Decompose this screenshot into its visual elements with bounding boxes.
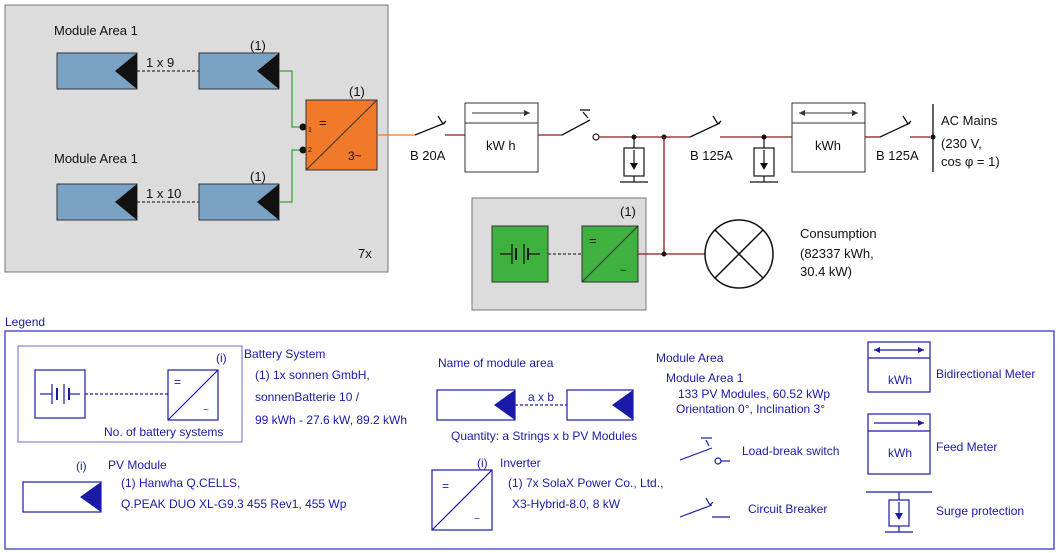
inverter-input-2: [299, 146, 307, 154]
surge-protection-1: [620, 137, 648, 183]
legend-battery-caption: No. of battery systems: [104, 425, 223, 439]
legend-bidir-meter-label: Bidirectional Meter: [936, 367, 1035, 381]
qty-marker-top: (1): [250, 38, 266, 53]
legend-inverter-title: Inverter: [500, 456, 541, 470]
battery-green: [491, 225, 549, 283]
legend-battery-title: Battery System: [244, 347, 325, 361]
bidirectional-meter: kWh: [791, 102, 866, 173]
qty-marker-inverter: (1): [349, 84, 365, 99]
legend-pv-line-1: (1) Hanwha Q.CELLS,: [121, 476, 240, 490]
ac-mains-line-3: cos φ = 1): [941, 154, 1000, 169]
inverter-orange: = 3~ 1 2: [305, 99, 378, 171]
load-break-switch: [561, 109, 600, 141]
legend-feed-meter-label: Feed Meter: [936, 440, 997, 454]
inverter-input-1: [299, 123, 307, 131]
pv-module-bottom-right: [198, 183, 280, 221]
legend-module-area-line-3: Orientation 0°, Inclination 3°: [676, 402, 825, 416]
svg-text:=: =: [319, 115, 327, 130]
svg-text:~: ~: [474, 514, 480, 525]
pv-module-top-left: [56, 52, 138, 90]
svg-text:=: =: [589, 233, 597, 248]
module-area-label-top: Module Area 1: [54, 23, 138, 38]
battery-inverter-green: = ~: [581, 225, 639, 283]
legend-module-a: [436, 389, 516, 421]
svg-text:~: ~: [203, 405, 209, 416]
string-size-bottom: 1 x 10: [146, 186, 181, 201]
legend-bidir-meter-symbol: kWh: [867, 341, 931, 393]
legend-title: Legend: [5, 315, 45, 329]
legend-battery-marker: (i): [216, 351, 227, 365]
legend-module-area-title: Module Area: [656, 351, 724, 365]
legend-inverter-line-1: (1) 7x SolaX Power Co., Ltd.,: [508, 476, 663, 490]
legend-feed-meter-symbol: kWh: [867, 413, 931, 475]
legend-pv-title: PV Module: [108, 458, 167, 472]
surge-protection-2: [750, 137, 778, 183]
qty-marker-bottom: (1): [250, 169, 266, 184]
legend-battery-line-3: 99 kWh - 27.6 kW, 89.2 kWh: [255, 413, 407, 427]
dc-wire-top: [279, 70, 303, 128]
dc-wire-bottom: [279, 149, 303, 203]
legend-battery-symbol: [34, 369, 86, 419]
legend-axb-label: a x b: [528, 390, 554, 404]
svg-text:~: ~: [620, 265, 626, 277]
svg-text:kWh: kWh: [888, 446, 912, 460]
ac-mains-line-1: AC Mains: [941, 113, 998, 128]
pv-module-bottom-left: [56, 183, 138, 221]
svg-text:=: =: [442, 479, 449, 493]
legend-surge-label: Surge protection: [936, 504, 1024, 518]
svg-text:2: 2: [308, 147, 312, 154]
legend-battery-line-2: sonnenBatterie 10 /: [255, 390, 360, 404]
svg-text:kW h: kW h: [486, 138, 516, 153]
legend-inverter-marker: (i): [477, 456, 488, 470]
svg-text:=: =: [174, 375, 181, 389]
legend-inverter-symbol: = ~: [431, 469, 493, 531]
pv-module-top-right: [198, 52, 280, 90]
svg-text:kWh: kWh: [888, 373, 912, 387]
legend-surge-symbol: [866, 491, 932, 533]
legend-pv-line-2: Q.PEAK DUO XL-G9.3 455 Rev1, 455 Wp: [121, 497, 347, 511]
consumption-line-2: (82337 kWh,: [800, 246, 874, 261]
breaker-b125a-2-label: B 125A: [876, 148, 919, 163]
breaker-b20a-label: B 20A: [410, 148, 446, 163]
breaker-b20a: [414, 115, 447, 136]
legend-breaker-symbol: [679, 497, 730, 518]
legend-module-name-title: Name of module area: [438, 356, 554, 370]
multiplier-label: 7x: [358, 246, 372, 261]
svg-text:kWh: kWh: [815, 138, 841, 153]
module-area-label-bottom: Module Area 1: [54, 151, 138, 166]
consumption-load: [704, 219, 774, 289]
legend-pv-marker: (i): [76, 459, 87, 473]
qty-marker-battery: (1): [620, 204, 636, 219]
svg-text:1: 1: [308, 127, 312, 134]
legend-pv-module-symbol: [22, 481, 102, 513]
legend-inverter-line-2: X3-Hybrid-8.0, 8 kW: [512, 497, 621, 511]
feed-meter: kW h: [464, 102, 539, 173]
legend-breaker-label: Circuit Breaker: [748, 502, 827, 516]
breaker-b125a-2: [879, 115, 912, 138]
breaker-b125a-1: [689, 115, 722, 138]
breaker-b125a-1-label: B 125A: [690, 148, 733, 163]
legend-battery-inverter-symbol: = ~: [167, 369, 219, 421]
legend-module-area-line-2: 133 PV Modules, 60.52 kWp: [678, 387, 830, 401]
string-size-top: 1 x 9: [146, 55, 174, 70]
legend-module-b: [566, 389, 634, 421]
ac-mains-line-2: (230 V,: [941, 136, 982, 151]
legend-battery-line-1: (1) 1x sonnen GmbH,: [255, 368, 370, 382]
consumption-line-1: Consumption: [800, 226, 877, 241]
consumption-line-3: 30.4 kW): [800, 264, 852, 279]
legend-battery-frame: [17, 345, 243, 443]
legend-load-break-label: Load-break switch: [742, 444, 839, 458]
svg-text:3~: 3~: [348, 149, 362, 163]
legend-module-name-caption: Quantity: a Strings x b PV Modules: [451, 429, 637, 443]
legend-module-area-line-1: Module Area 1: [666, 371, 744, 385]
legend-load-break-symbol: [679, 437, 730, 465]
